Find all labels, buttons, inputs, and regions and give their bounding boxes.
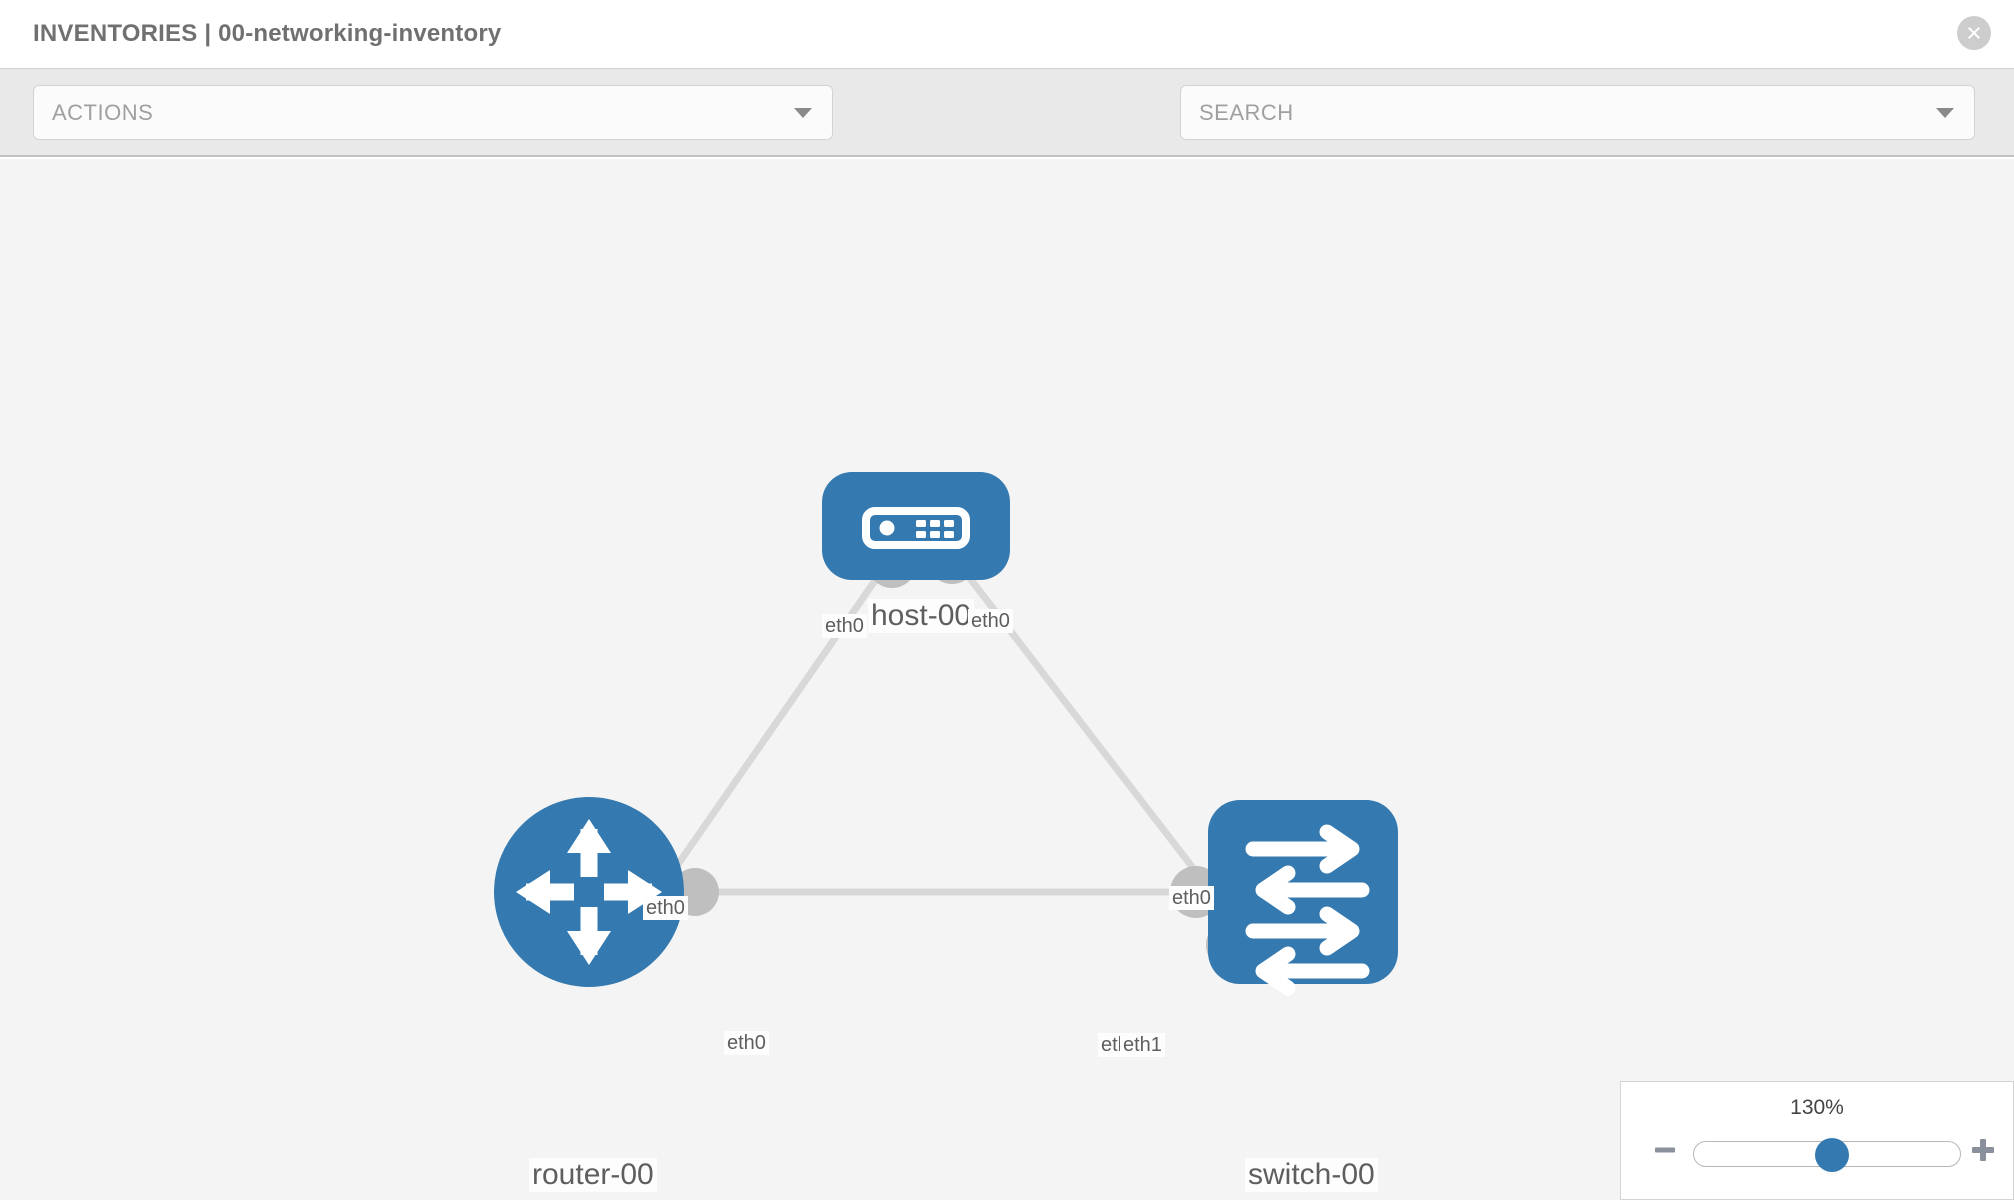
topology-canvas[interactable]: host-00 router-00 switch-00 eth0 eth0 et… [0, 159, 2014, 1200]
interface-label-host00-eth0-right: eth0 [968, 609, 1013, 633]
node-host-00[interactable] [822, 472, 1010, 580]
zoom-slider-handle[interactable] [1815, 1138, 1850, 1172]
interface-label-router00-eth0-up: eth0 [643, 896, 688, 920]
node-label-switch-00: switch-00 [1245, 1158, 1378, 1192]
zoom-level-value: 130% [1790, 1096, 1844, 1119]
chevron-down-icon [794, 107, 812, 118]
node-label-host-00: host-00 [868, 599, 975, 633]
zoom-in-button[interactable] [1965, 1132, 2001, 1168]
zoom-slider[interactable] [1693, 1138, 1961, 1172]
node-switch-00[interactable] [1208, 800, 1398, 996]
actions-dropdown-label: ACTIONS [52, 99, 154, 125]
node-router-00[interactable] [494, 797, 684, 987]
page-header: INVENTORIES | 00-networking-inventory [0, 0, 2014, 68]
interface-label-switch00-eth0-up: eth0 [1169, 886, 1214, 910]
zoom-control-panel: 130% [1620, 1081, 2014, 1200]
toolbar: ACTIONS SEARCH [0, 68, 2014, 196]
actions-dropdown[interactable]: ACTIONS [33, 85, 833, 140]
chevron-down-icon[interactable] [1936, 107, 1954, 118]
search-input[interactable]: SEARCH [1180, 85, 1975, 140]
interface-label-switch00-eth1: eth1 [1120, 1033, 1165, 1057]
interface-label-router00-eth0: eth0 [724, 1031, 769, 1055]
zoom-out-button[interactable] [1647, 1132, 1683, 1168]
close-icon[interactable] [1957, 16, 1991, 50]
interface-label-host00-eth0-left: eth0 [822, 614, 867, 638]
node-label-router-00: router-00 [529, 1158, 657, 1192]
topology-graph [494, 472, 1398, 996]
page-title: INVENTORIES | 00-networking-inventory [33, 20, 502, 47]
search-placeholder: SEARCH [1199, 99, 1294, 125]
